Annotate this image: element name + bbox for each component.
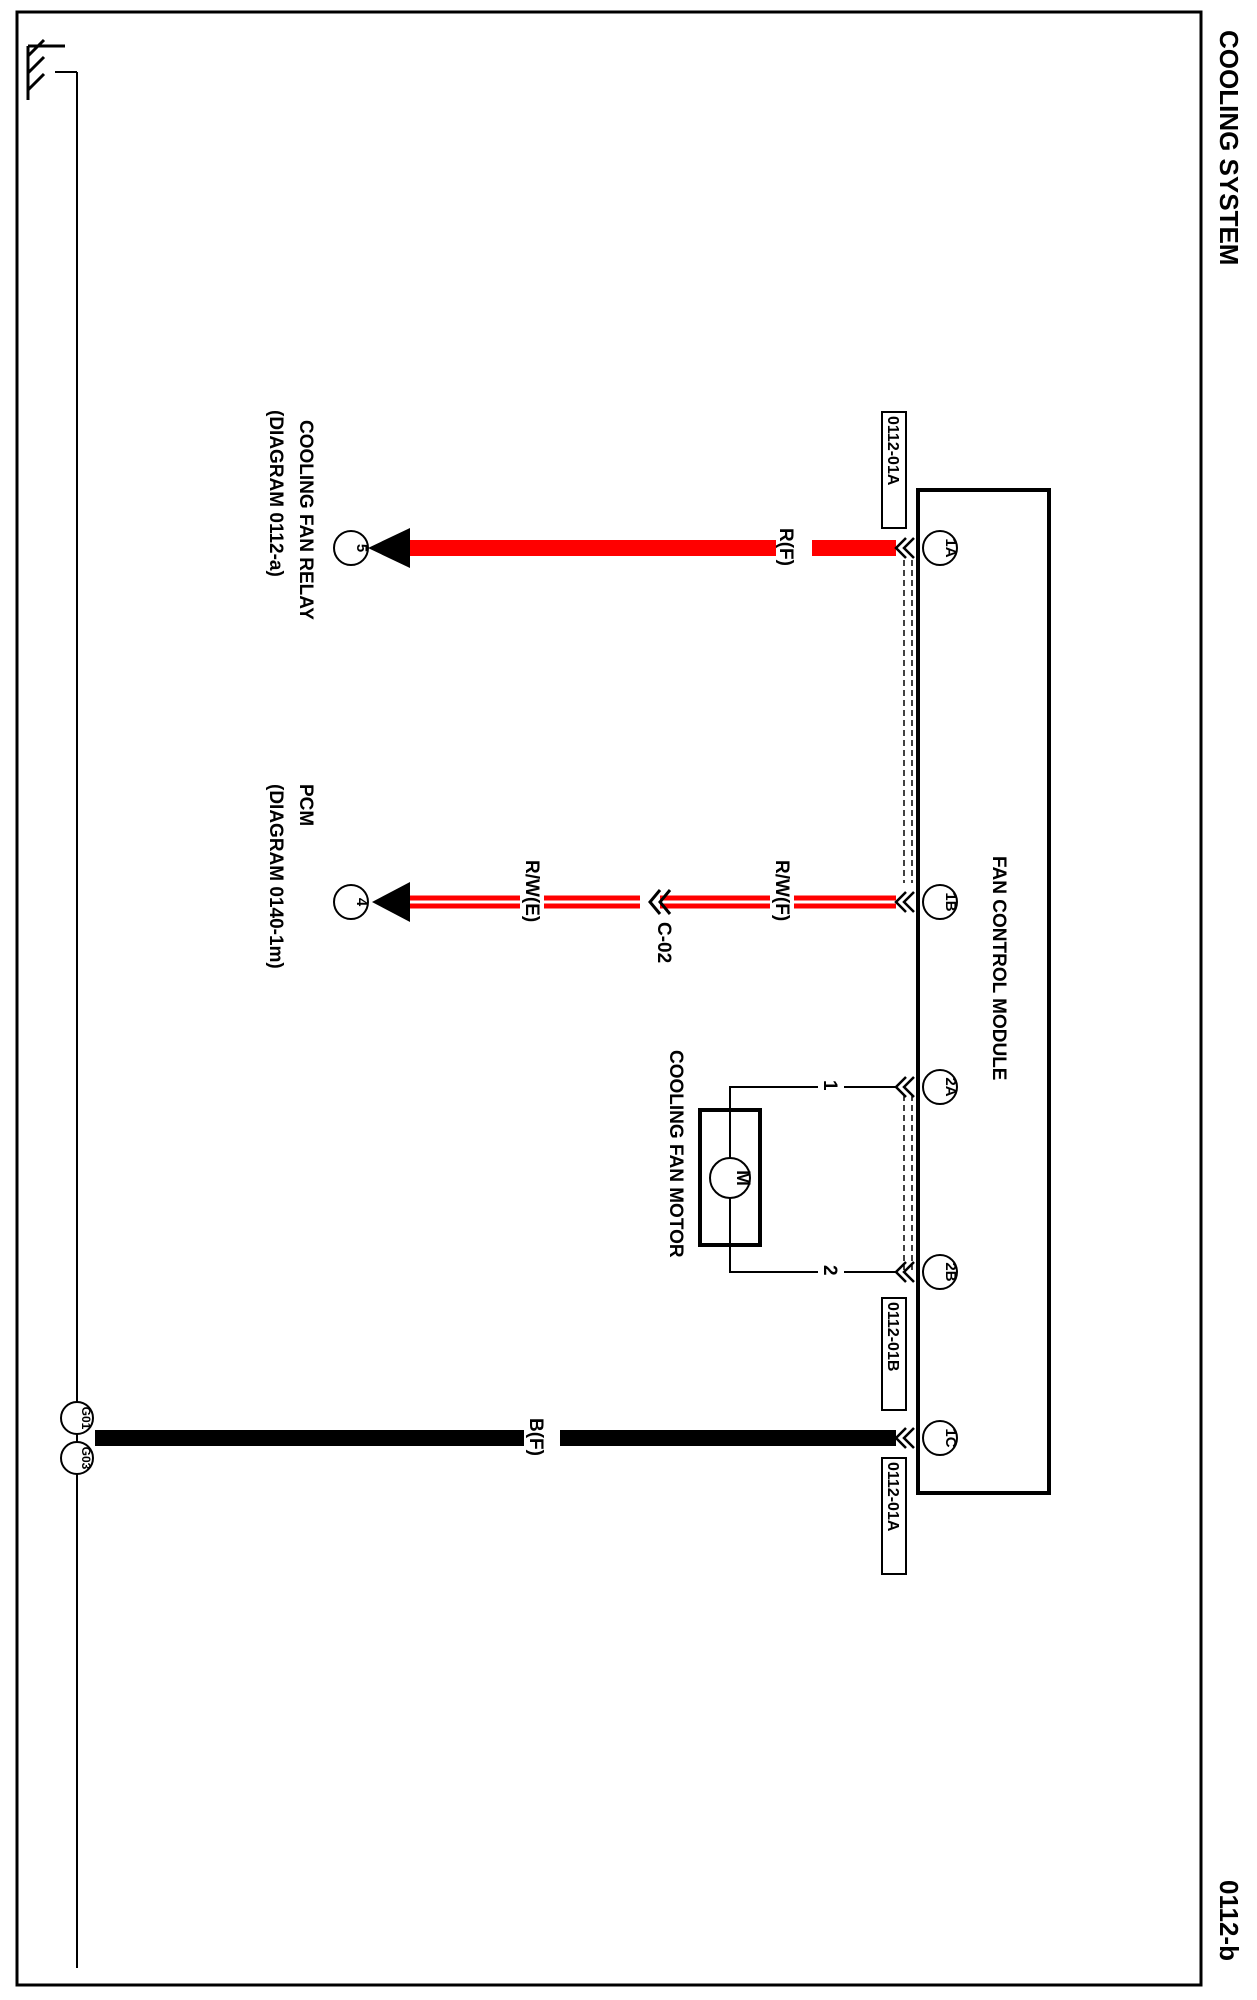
wire-relay-label: R(F) [775,528,796,566]
motor-name: COOLING FAN MOTOR [665,1050,686,1258]
connector-ref-top: 0112-01A [881,411,907,529]
motor-pin-1-label: 1 [819,1080,840,1091]
motor-pin-1-bg [818,1080,844,1094]
pin-1a: 1A [922,530,959,566]
fan-control-module [916,488,1051,1495]
pin-1b: 1B [922,884,959,920]
wire-ground-label: B(F) [525,1418,546,1456]
pcm-destination: 4 [333,884,370,920]
motor-pin-2-bg [818,1265,844,1279]
wire-pcm-f-label: R/W(F) [771,860,792,921]
ground-point-g01: G01 [60,1401,94,1435]
ground-point-g03: G03 [60,1441,94,1475]
page-title: COOLING SYSTEM [1214,30,1244,265]
motor-wire-1 [729,1086,896,1110]
motor-icon: M [709,1157,753,1199]
pcm-name: PCM [295,784,316,826]
svg-text:G03: G03 [79,1447,93,1470]
pin-chevrons-icon [894,537,915,1449]
pin-1c: 1C [922,1420,959,1456]
inline-connector-label: C-02 [653,922,674,963]
svg-text:0112-01A: 0112-01A [884,416,901,486]
inline-connector-icon [648,889,672,915]
page-frame [15,10,1203,1987]
svg-text:G01: G01 [79,1407,93,1430]
svg-text:0112-01B: 0112-01B [884,1302,901,1371]
svg-text:2A: 2A [942,1077,959,1096]
connector-ref-bottom-a: 0112-01B [881,1297,907,1411]
relay-diagram-ref: (DIAGRAM 0112-a) [265,410,286,577]
connector-ref-bottom-b: 0112-01A [881,1457,907,1575]
svg-text:4: 4 [353,898,370,907]
svg-text:5: 5 [353,544,370,552]
wire-pcm-e-label: R/W(E) [521,860,542,922]
svg-text:2B: 2B [942,1262,959,1281]
pin-2b: 2B [922,1254,959,1290]
relay-name: COOLING FAN RELAY [295,420,316,620]
wire-pcm-e-label-bg [520,878,544,928]
svg-text:1A: 1A [942,538,959,557]
svg-text:1C: 1C [942,1428,959,1447]
svg-text:0112-01A: 0112-01A [884,1462,901,1532]
motor-wire-2 [729,1245,896,1273]
pcm-arrow-icon [372,882,410,922]
chassis-ground-icon [26,38,65,100]
wire-pcm-f-label-bg [770,878,794,928]
pcm-diagram-ref: (DIAGRAM 0140-1m) [265,784,286,969]
page-code: 0112-b [1214,1880,1244,1961]
svg-text:1B: 1B [942,892,959,911]
module-label: FAN CONTROL MODULE [988,856,1009,1080]
motor-pin-2-label: 2 [819,1265,840,1276]
relay-arrow-icon [368,528,410,568]
pin-2a: 2A [922,1069,959,1105]
svg-text:M: M [732,1170,753,1186]
relay-destination: 5 [333,530,370,566]
connector-shield-1 [903,560,913,1270]
